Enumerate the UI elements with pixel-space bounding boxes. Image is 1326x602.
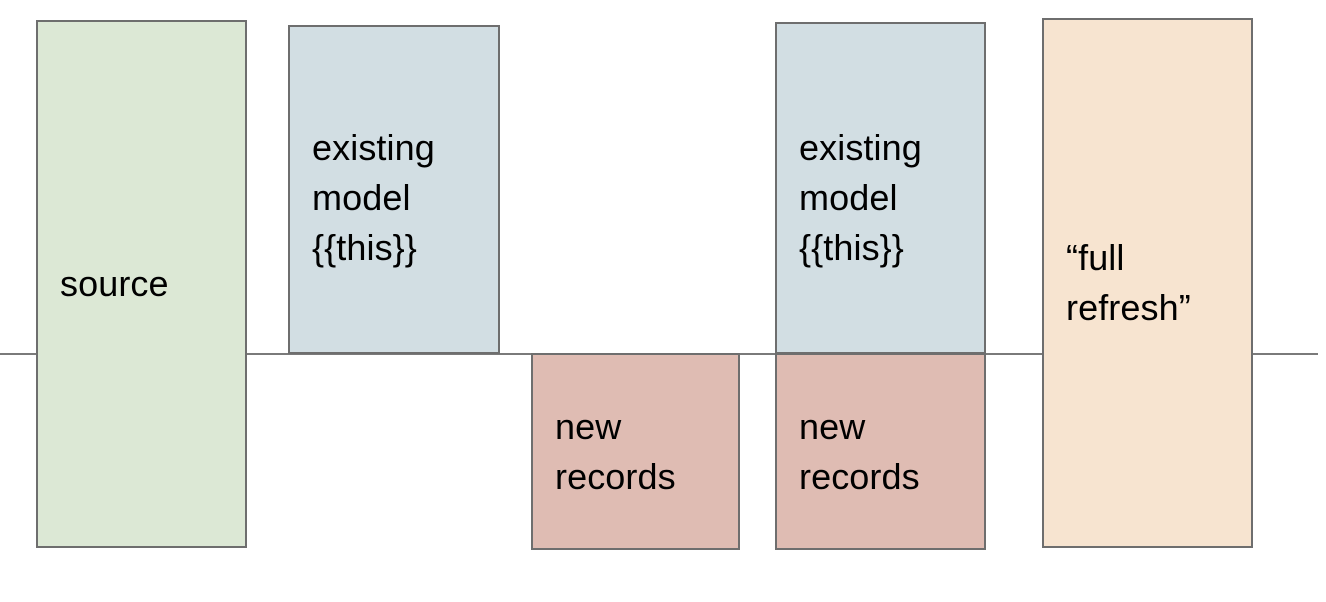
block-existing-model-2[interactable]: existing model {{this}} — [775, 22, 986, 354]
block-full-refresh[interactable]: “full refresh” — [1042, 18, 1253, 548]
block-new-records-2[interactable]: new records — [775, 353, 986, 550]
block-label-new-records-1: new records — [555, 405, 676, 497]
block-new-records-1[interactable]: new records — [531, 353, 740, 550]
block-label-new-records-2: new records — [799, 405, 920, 497]
block-existing-model-1[interactable]: existing model {{this}} — [288, 25, 500, 354]
block-label-existing-model-1: existing model {{this}} — [312, 127, 435, 268]
block-label-existing-model-2: existing model {{this}} — [799, 127, 922, 268]
block-label-source: source — [60, 263, 169, 304]
block-label-full-refresh: “full refresh” — [1066, 237, 1191, 328]
block-source[interactable]: source — [36, 20, 247, 548]
